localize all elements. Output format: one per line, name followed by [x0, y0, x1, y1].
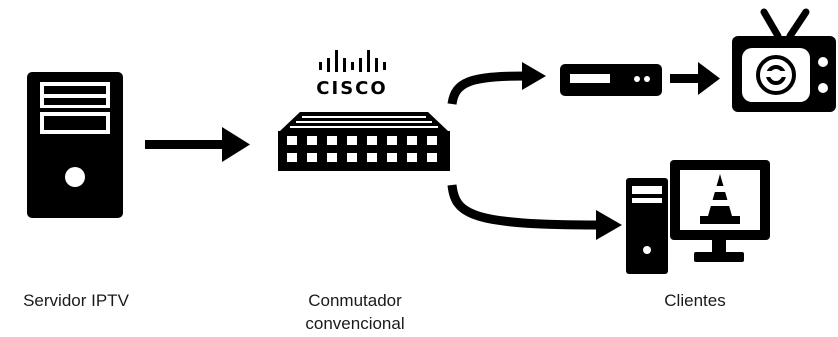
desktop-computer-icon	[626, 178, 668, 274]
arrow-server-to-switch	[145, 127, 250, 162]
server-label: Servidor IPTV	[23, 291, 129, 310]
arrow-set-top-box-to-tv	[670, 62, 720, 95]
clients-label: Clientes	[664, 291, 726, 310]
set-top-box-icon	[560, 64, 662, 96]
switch-label-line1: Conmutador	[308, 291, 402, 310]
television-icon	[732, 8, 836, 112]
server-tower-icon	[27, 72, 123, 218]
network-switch-icon	[278, 112, 450, 171]
switch-label-line2: convencional	[305, 314, 405, 333]
arrow-switch-to-set-top-box	[447, 62, 546, 105]
cisco-logo-icon	[319, 50, 386, 72]
cisco-logo-text: CISCO	[316, 78, 387, 99]
vlc-cone-icon	[700, 174, 740, 224]
arrow-switch-to-clients	[447, 184, 622, 240]
